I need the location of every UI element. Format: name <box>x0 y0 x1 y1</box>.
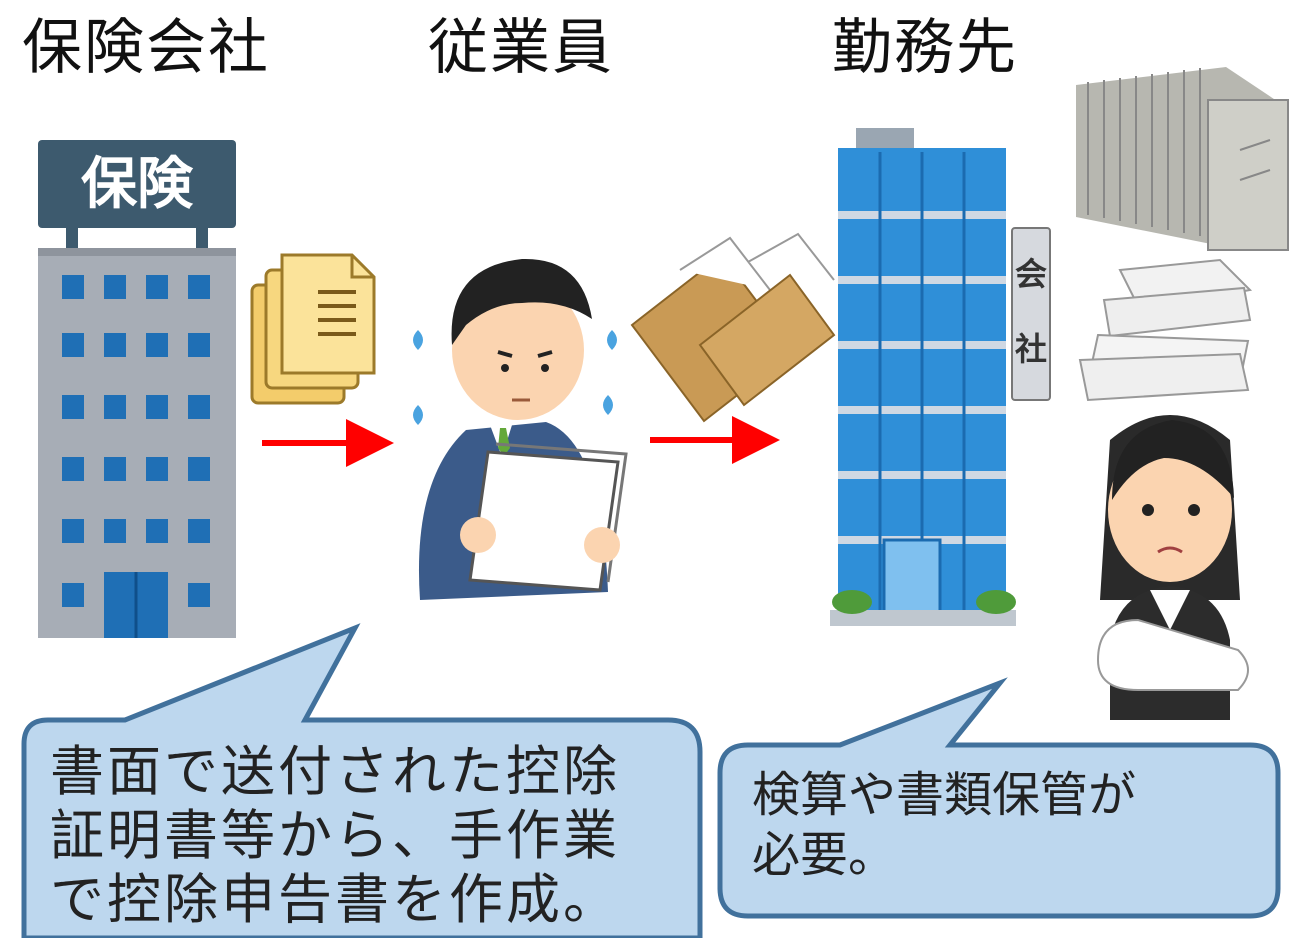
left-callout-text: 書面で送付された控除 証明書等から、手作業 で控除申告書を作成。 <box>50 740 690 932</box>
insurance-building-illustration: 保険 <box>38 140 236 638</box>
right-callout-bubble <box>717 677 1281 919</box>
left-callout-line: 証明書等から、手作業 <box>50 804 620 867</box>
binders-illustration <box>1076 67 1289 251</box>
right-callout-line: 検算や書類保管が <box>752 767 1137 823</box>
insurance-building-windows <box>62 275 210 607</box>
left-callout-line: 書面で送付された控除 <box>50 740 620 803</box>
employee-header: 従業員 <box>428 13 614 83</box>
left-callout-bubble <box>21 623 703 938</box>
documents-illustration <box>250 253 376 405</box>
insurance-sign-text: 保険 <box>81 152 194 217</box>
paper-pile-illustration <box>1078 258 1253 402</box>
right-callout-line: 必要。 <box>752 827 897 883</box>
company-sign-text-1: 会 <box>1015 255 1047 293</box>
employee-illustration <box>413 258 628 600</box>
insurer-header: 保険会社 <box>22 13 270 83</box>
company-sign-text-2: 社 <box>1015 330 1047 368</box>
worried-woman-illustration <box>1096 415 1249 720</box>
employer-header: 勤務先 <box>832 13 1018 83</box>
left-callout-line: で控除申告書を作成。 <box>50 868 620 931</box>
envelopes-illustration <box>630 232 836 423</box>
right-callout-text: 検算や書類保管が 必要。 <box>752 765 1252 885</box>
office-building-illustration: 会 社 <box>830 128 1051 626</box>
